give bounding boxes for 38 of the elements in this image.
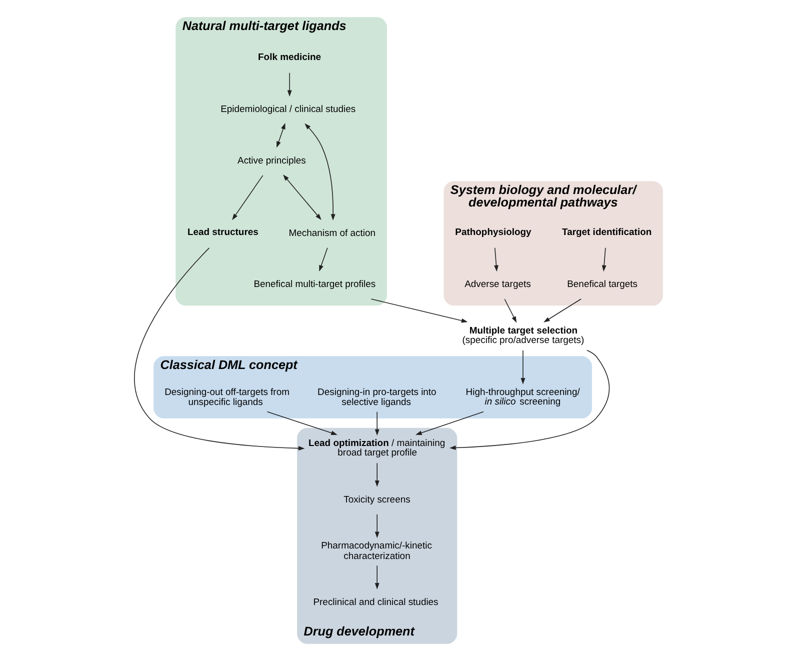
node-text: Mechanism of action (288, 228, 376, 239)
arrow (602, 247, 606, 272)
node-text: Multiple target selection (specific pro/adverse targets) (462, 325, 584, 346)
node-text: Active principles (238, 155, 306, 166)
arrow (134, 248, 305, 451)
arrow (494, 247, 498, 272)
node-text: Epidemiological / clinical studies (220, 104, 356, 116)
arrow (374, 462, 380, 487)
node-text: Lead optimization / maintaining broad target profile (308, 438, 446, 459)
node-text: Benefical multi-target profiles (254, 279, 376, 290)
node-text: Designing-in pro-targets into selective ligands (318, 386, 436, 408)
arrow (319, 247, 328, 272)
node-text: Designing-out off-targets from unspecific ligands (164, 386, 290, 408)
arrow (304, 123, 336, 220)
arrow (544, 298, 582, 322)
node-text: Adverse targets (464, 279, 531, 290)
node-text: High-throughput screening/ in silico screening (466, 386, 580, 408)
node-text: Preclinical and clinical studies (313, 596, 438, 608)
arrow (374, 412, 380, 436)
node-text: Toxicity screens (344, 494, 410, 506)
arrow (370, 298, 468, 323)
arrow (520, 350, 526, 384)
node-text: Target identification (562, 227, 652, 238)
node-text: Pharmacodynamic/-kinetic characterization (321, 540, 432, 562)
arrow (374, 514, 380, 538)
node-text: Folk medicine (258, 52, 322, 64)
arrow (374, 565, 380, 590)
arrow (287, 72, 292, 97)
node-text: Lead structures (187, 227, 258, 238)
arrow (232, 175, 264, 220)
arrow (276, 122, 286, 148)
arrow (266, 411, 338, 436)
arrow (450, 350, 610, 450)
arrow (504, 298, 517, 323)
node-text: Benefical targets (567, 279, 638, 290)
arrow (283, 174, 322, 220)
node-text: Pathophysiology (455, 227, 532, 238)
arrow (415, 411, 484, 435)
